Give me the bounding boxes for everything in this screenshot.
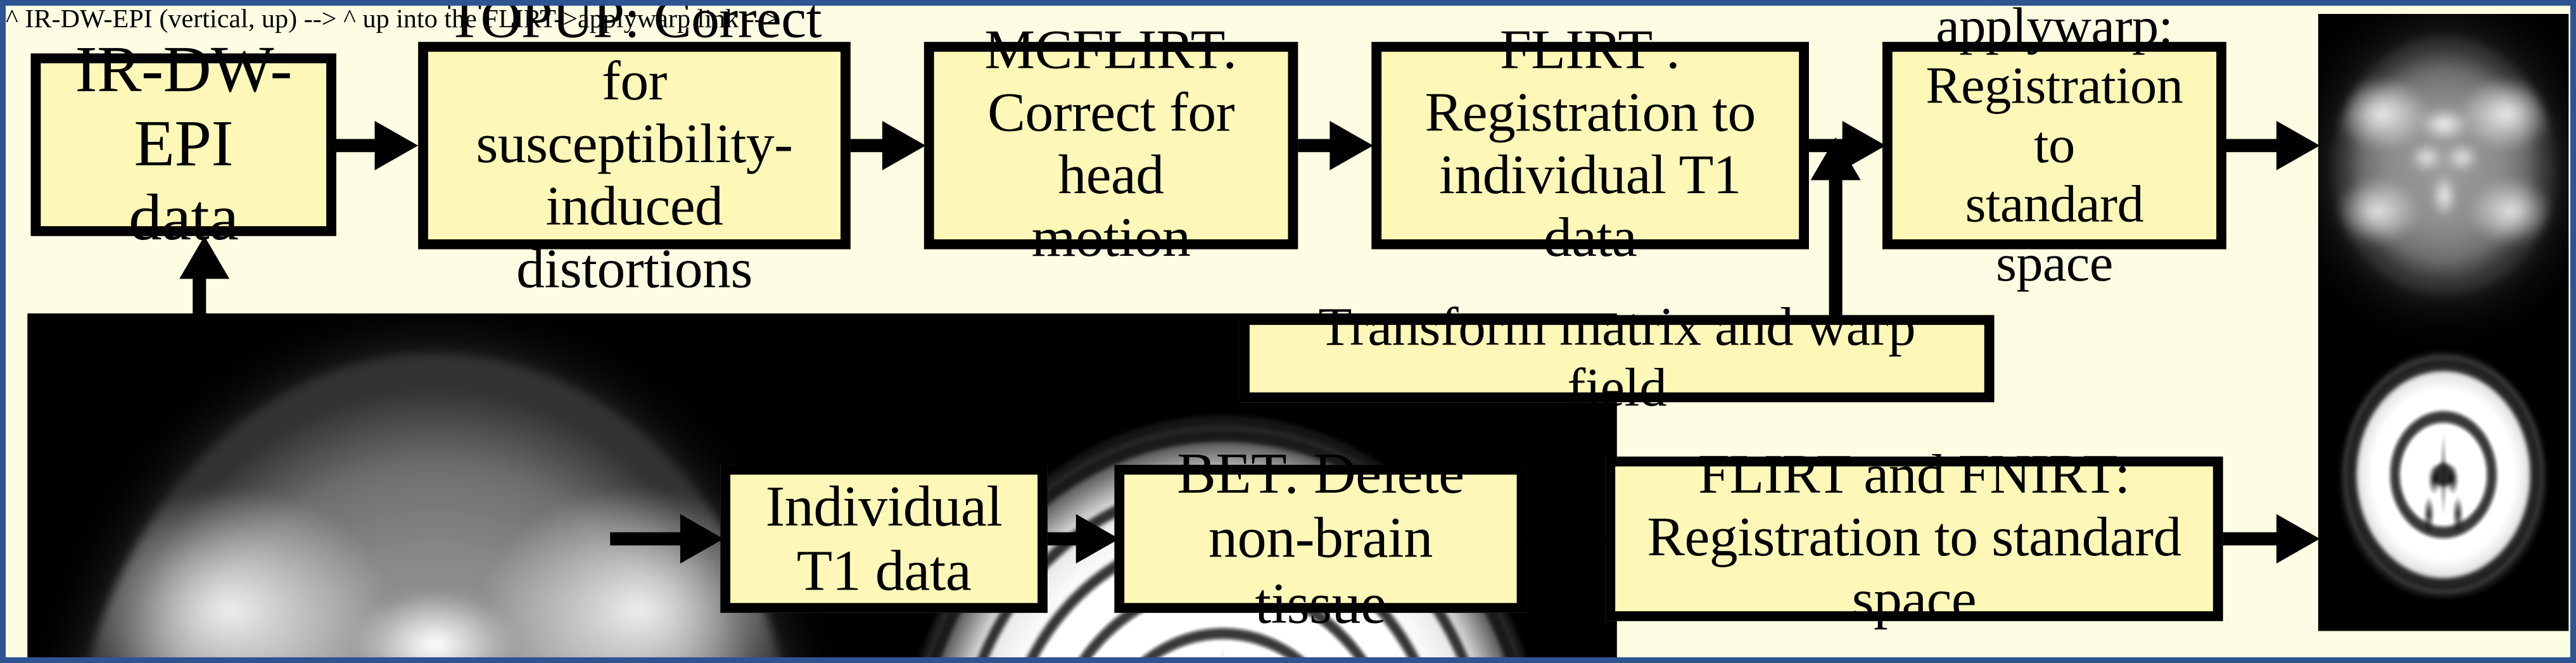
output-t1-standard-slice (2340, 351, 2547, 598)
node-transform-matrix-warp-field[interactable]: Transform matrix and warp field (1240, 298, 1995, 418)
connector-irdwepi-to-topup-line (336, 139, 383, 153)
node-mcflirt[interactable]: MCFLIRT: Correct for head motion (923, 20, 1298, 269)
node-bet[interactable]: BET: Delete non-brain tissue (1114, 442, 1527, 635)
node-flirt-individual-t1[interactable]: FLIRT : Registration to individual T1 da… (1371, 20, 1809, 269)
connector-individual-t1-to-bet-arrow (1075, 514, 1120, 564)
node-flirt-fnirt[interactable]: FLIRT and FNIRT: Registration to standar… (1605, 445, 2223, 631)
node-ir-dw-epi[interactable]: IR-DW-EPI data (30, 33, 336, 254)
connector-applywarp-to-output-dwi-arrow (2276, 120, 2320, 170)
connector-individual-t1-to-bet-line (1047, 532, 1084, 546)
node-applywarp[interactable]: applywarp: Registration to standard spac… (1882, 6, 2226, 291)
input-dwi-slice (70, 353, 799, 657)
figure-canvas: IR-DW-EPI data TOPUP: Correct for suscep… (6, 6, 2570, 657)
connector-topup-to-mcflirt-line (850, 139, 891, 153)
output-brain-images (2318, 13, 2569, 631)
output-dwi-standard-slice (2333, 37, 2556, 294)
connector-bet-to-flirtfnirt-arrow (1566, 514, 1611, 564)
connector-transform-to-applywarp-arrow (1810, 137, 1861, 180)
connector-flirtfnirt-to-output-t1-line (2223, 532, 2287, 546)
connector-topup-to-mcflirt-arrow (882, 120, 926, 170)
connector-dwi-to-irdwepi-arrow (179, 236, 230, 279)
connector-bet-to-transform-arrow (1526, 402, 1577, 445)
connector-irdwepi-to-topup-arrow (374, 120, 419, 170)
connector-mcflirt-to-flirt-line (1298, 139, 1338, 153)
node-topup[interactable]: TOPUP: Correct for susceptibility- induc… (418, 6, 851, 300)
connector-mcflirt-to-flirt-arrow (1329, 120, 1373, 170)
connector-input-t1-to-individual-t1-arrow (680, 514, 724, 564)
connector-dwi-to-irdwepi-line (193, 277, 206, 327)
node-individual-t1-data[interactable]: Individual T1 data (720, 464, 1048, 613)
connector-input-t1-to-individual-t1-line (610, 532, 690, 546)
connector-bet-to-transform-line (1545, 441, 1559, 541)
connector-transform-to-applywarp-line (1829, 177, 1843, 315)
connector-flirtfnirt-to-output-t1-arrow (2276, 514, 2320, 564)
connector-applywarp-to-output-dwi-line (2226, 139, 2287, 153)
